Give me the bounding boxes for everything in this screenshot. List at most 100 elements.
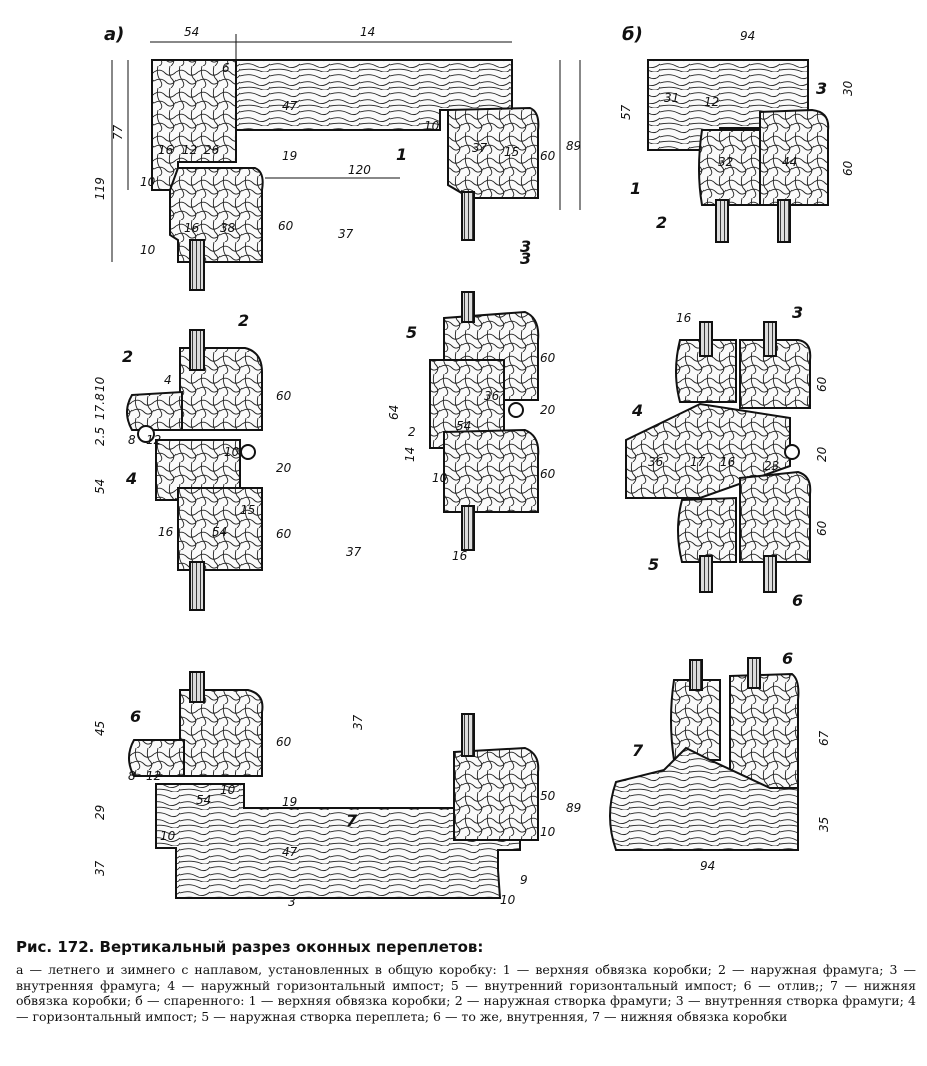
dim-label: 15 — [504, 145, 519, 159]
callout-7: 7 — [346, 811, 358, 830]
dim-label: 38 — [220, 221, 236, 235]
callout-3: 3 — [520, 237, 531, 256]
dim-label: 64 — [387, 405, 401, 420]
dim-label: 54 — [184, 25, 199, 39]
caption-body: а — летнего и зимнего с наплавом, устано… — [16, 962, 916, 1024]
dim-label: 12 — [146, 433, 161, 447]
dim-label: 20 — [276, 461, 292, 475]
dim-label: 14 — [360, 25, 375, 39]
dim-label: 2 — [408, 425, 416, 439]
dim-label: 45 — [93, 721, 107, 736]
dim-label: 17.8 — [93, 393, 107, 420]
dim-label: 36 — [484, 389, 500, 403]
dim-label: 60 — [278, 219, 294, 233]
dim-label: 16 — [452, 549, 468, 563]
callout-7: 7 — [632, 741, 644, 760]
dim-label: 10 — [500, 893, 516, 907]
dim-label: 10 — [160, 829, 176, 843]
dim-label: 30 — [841, 80, 855, 96]
dim-label: 54 — [93, 479, 107, 494]
callout-6: 6 — [792, 591, 803, 610]
dim-label: 60 — [540, 351, 556, 365]
dim-label: 60 — [540, 467, 556, 481]
dim-label: 37 — [338, 227, 354, 241]
dim-label: 60 — [276, 389, 292, 403]
section-b-top — [647, 59, 830, 243]
dim-label: 37 — [346, 545, 362, 559]
callout-6: 6 — [782, 649, 793, 668]
dim-label: 35 — [817, 817, 831, 832]
dim-label: 6 — [222, 61, 230, 75]
callout-1: 1 — [396, 145, 407, 164]
dim-label: 60 — [815, 520, 829, 536]
dim-label: 44 — [782, 155, 797, 169]
dim-label: 10 — [432, 471, 448, 485]
dim-label: 4 — [164, 373, 172, 387]
dim-label: 10 — [140, 175, 156, 189]
dim-label: 10 — [140, 243, 156, 257]
callout-2: 2 — [238, 311, 249, 330]
dim-label: 10 — [540, 825, 556, 839]
dim-label: 3 — [288, 895, 296, 909]
dim-label: 16 — [676, 311, 692, 325]
dim-label: 10 — [93, 376, 107, 392]
dim-label: 94 — [700, 859, 715, 873]
dim-label: 23 — [764, 459, 779, 473]
dim-label: 31 — [664, 91, 679, 105]
dim-label: 94 — [740, 29, 755, 43]
dim-label: 67 — [817, 730, 831, 746]
callout-1: 1 — [630, 179, 641, 198]
section-a-top — [151, 59, 540, 291]
dim-label: 10 — [224, 445, 240, 459]
section-b-bottom — [609, 657, 800, 851]
dim-label: 89 — [566, 139, 581, 153]
dim-label: 120 — [348, 163, 371, 177]
section-a-top-dims — [111, 34, 581, 262]
callout-4: 4 — [125, 469, 137, 488]
dim-label: 37 — [351, 714, 365, 730]
dim-label: 47 — [282, 845, 298, 859]
dim-label: 37 — [93, 860, 107, 876]
dim-label: 57 — [619, 104, 633, 120]
callout-3: 3 — [792, 303, 803, 322]
dim-label: 47 — [282, 99, 298, 113]
dim-label: 19 — [282, 149, 297, 163]
dim-label: 60 — [540, 149, 556, 163]
dim-label: 60 — [815, 376, 829, 392]
dim-label: 10 — [424, 119, 440, 133]
dim-label: 50 — [540, 789, 556, 803]
callout-4: 4 — [631, 401, 643, 420]
section-a-bottom — [128, 671, 540, 899]
dim-label: 15 — [240, 503, 255, 517]
dim-label: 16 — [158, 143, 174, 157]
dim-label: 9 — [520, 873, 528, 887]
dim-label: 26 — [204, 143, 220, 157]
dim-label: 54 — [196, 793, 211, 807]
dim-label: 60 — [276, 527, 292, 541]
section-a-middle-right — [429, 291, 540, 551]
dim-label: 8 — [128, 433, 136, 447]
panel-label-a: а) — [104, 24, 124, 45]
dim-label: 17 — [690, 455, 706, 469]
caption-title: Рис. 172. Вертикальный разрез оконных пе… — [16, 938, 484, 956]
dim-label: 12 — [704, 95, 719, 109]
dim-label: 19 — [282, 795, 297, 809]
dim-label: 32 — [718, 155, 733, 169]
dim-label: 16 — [184, 221, 200, 235]
dim-label: 12 — [182, 143, 197, 157]
dim-label: 2.5 — [93, 427, 107, 446]
section-a-middle-left — [126, 329, 263, 611]
callout-5: 5 — [648, 555, 659, 574]
dim-label: 89 — [566, 801, 581, 815]
panel-label-b: б) — [622, 24, 643, 45]
dim-label: 119 — [93, 177, 107, 200]
dim-label: 10 — [220, 783, 236, 797]
callout-6: 6 — [130, 707, 141, 726]
dim-label: 20 — [540, 403, 556, 417]
dim-label: 16 — [158, 525, 174, 539]
dim-label: 54 — [456, 419, 471, 433]
dim-label: 29 — [93, 805, 107, 820]
section-b-middle — [625, 321, 812, 593]
dim-label: 54 — [212, 525, 227, 539]
dim-label: 14 — [403, 447, 417, 462]
